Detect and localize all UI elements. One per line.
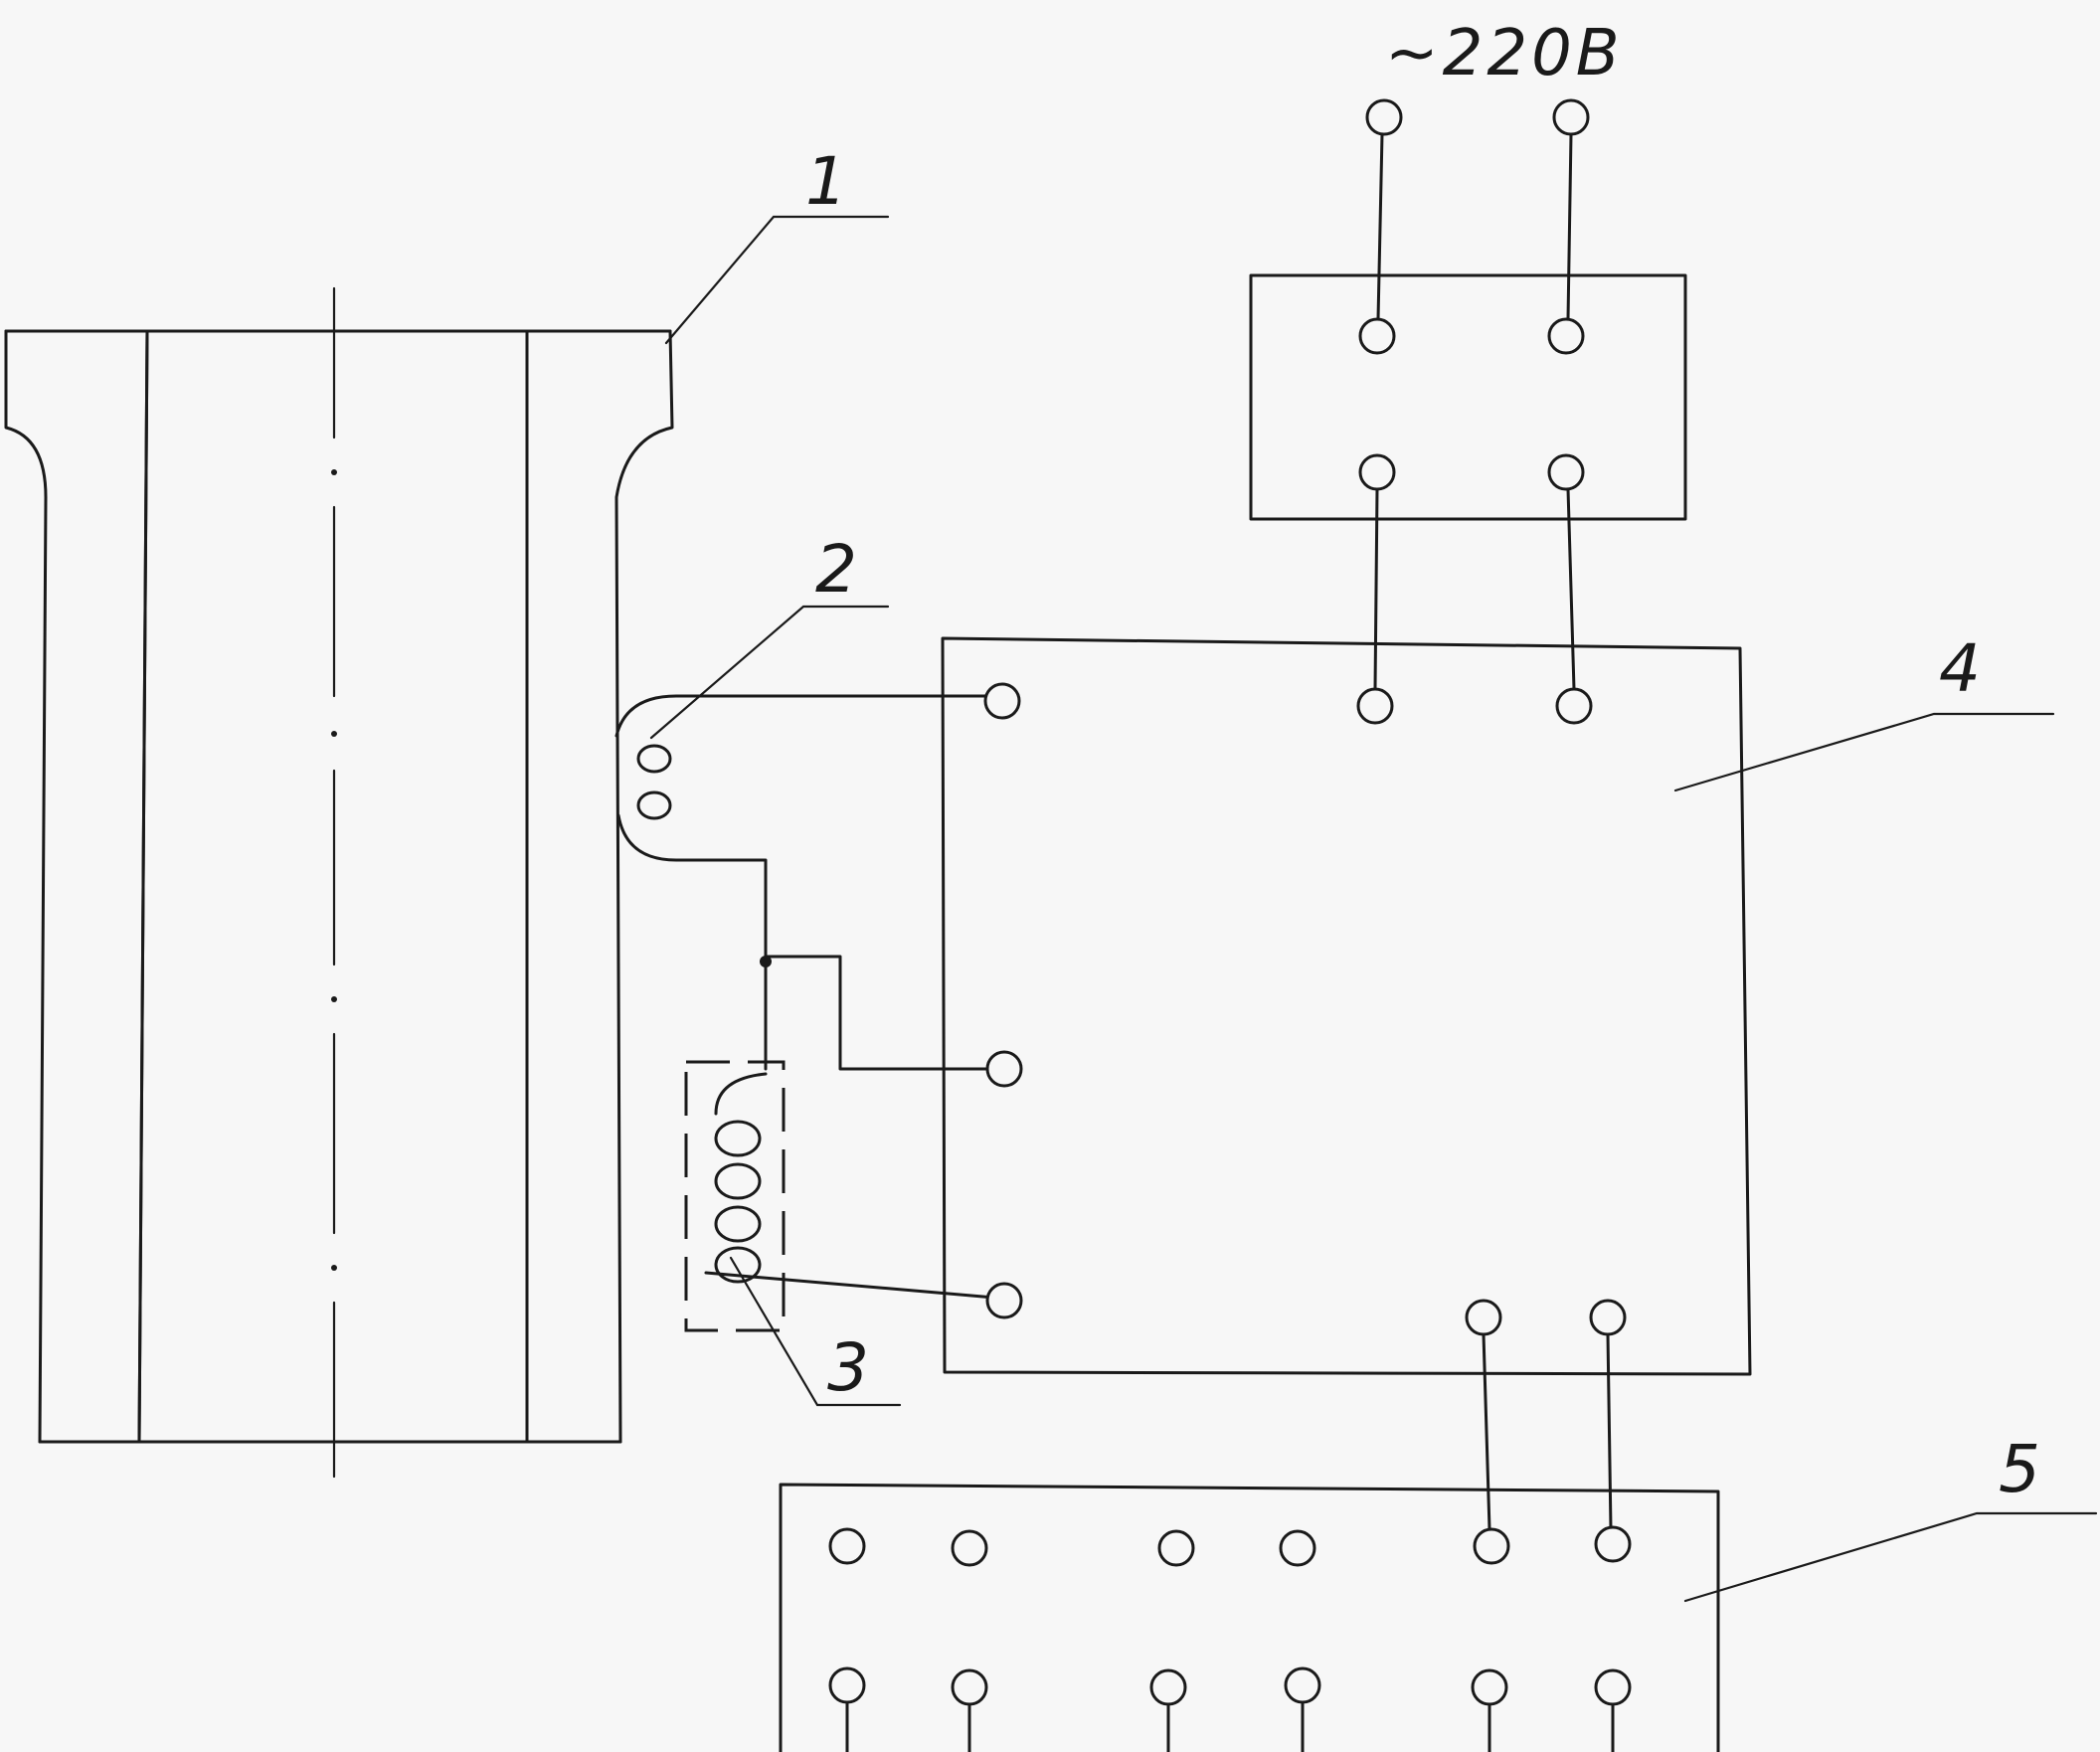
- block4-terminal-top-1: [1356, 687, 1394, 725]
- callout-2: 2: [815, 531, 857, 608]
- control-block-part-4: [941, 636, 1752, 1376]
- supply-terminal-2: [1552, 98, 1590, 136]
- block4-terminal-left-bottom: [985, 1282, 1023, 1319]
- sleeve-centerline: [331, 286, 337, 1479]
- supply-terminal-1: [1365, 98, 1403, 136]
- wiring: [704, 953, 996, 1300]
- block4-terminal-bottom-1: [1465, 1299, 1502, 1336]
- sleeve-left-wall: [4, 329, 149, 1444]
- sleeve-right-wall: [525, 329, 674, 1444]
- supply-voltage-label: ~220B: [1385, 17, 1624, 90]
- block4-terminal-left-mid: [985, 1050, 1023, 1088]
- block4-terminal-top-2: [1555, 687, 1593, 725]
- terminal-strip-part-5: [779, 1332, 1720, 1752]
- callout-3: 3: [827, 1329, 869, 1406]
- callout-4: 4: [1939, 630, 1981, 707]
- winding-part-2: [614, 694, 996, 957]
- block4-terminal-bottom-2: [1589, 1299, 1627, 1336]
- switch-block: [1249, 98, 1687, 691]
- callout-1: 1: [805, 143, 847, 220]
- block4-terminal-left-top: [983, 682, 1021, 720]
- callout-5: 5: [1999, 1431, 2040, 1507]
- coil-part-3: [684, 1060, 786, 1332]
- sleeve-part-1: [4, 286, 674, 1479]
- leader-lines: [649, 215, 2098, 1603]
